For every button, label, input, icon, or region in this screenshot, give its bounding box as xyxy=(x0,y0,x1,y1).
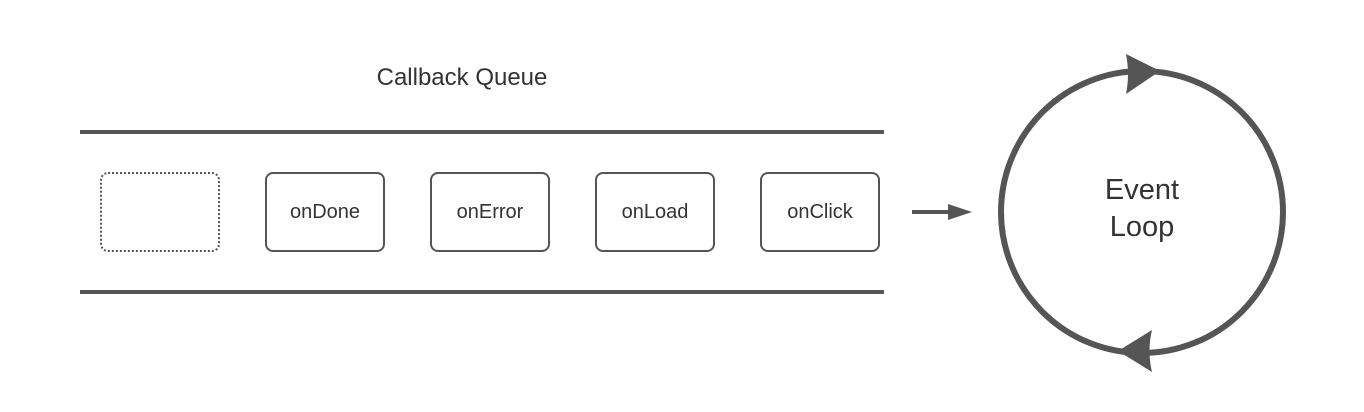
queue-to-loop-arrowhead-icon xyxy=(948,204,972,220)
queue-bottom-border xyxy=(80,290,884,294)
queue-top-border xyxy=(80,130,884,134)
callback-onerror: onError xyxy=(430,172,550,252)
callback-queue-title: Callback Queue xyxy=(376,64,548,91)
loop-arrowhead-top-icon xyxy=(1126,54,1160,94)
callback-onclick: onClick xyxy=(760,172,880,252)
loop-arrowhead-bottom-icon xyxy=(1118,330,1152,372)
callback-ondone: onDone xyxy=(265,172,385,252)
callback-onload: onLoad xyxy=(595,172,715,252)
event-loop-label: Event Loop xyxy=(1042,172,1242,246)
event-loop-label-line2: Loop xyxy=(1109,211,1175,243)
empty-queue-slot xyxy=(100,172,220,252)
event-loop-label-line1: Event xyxy=(1104,174,1180,206)
